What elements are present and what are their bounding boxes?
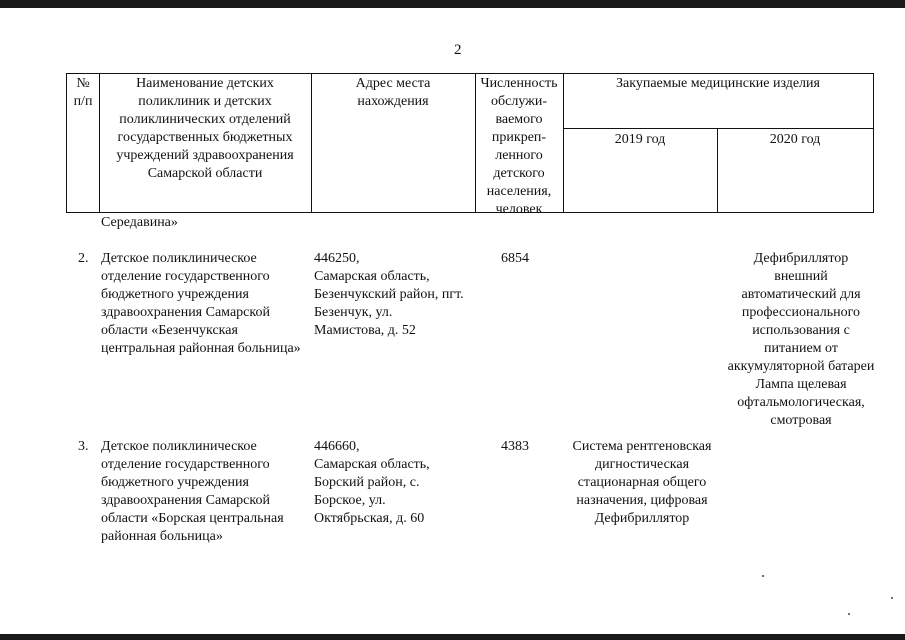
- scan-top-border: [0, 0, 905, 8]
- row-number: 2.: [78, 251, 89, 266]
- address-line-1: 446660,: [314, 439, 360, 454]
- address-line-2: Самарская область,: [314, 457, 430, 472]
- scan-speck: [848, 613, 850, 615]
- header-items: Закупаемые медицинские изделия: [616, 76, 820, 91]
- address-rest: Безенчукский район, пгт. Безенчук, ул. М…: [314, 287, 464, 338]
- continuation-text: Середавина»: [101, 215, 178, 230]
- scan-bottom-border: [0, 634, 905, 640]
- header-bottom-rule: [66, 212, 874, 213]
- header-address: Адрес места нахождения: [355, 76, 431, 109]
- header-name: Наименование детских поликлиник и детски…: [116, 76, 294, 181]
- scan-speck: [891, 597, 893, 599]
- header-rule-4: [563, 73, 564, 213]
- page-number: 2: [454, 42, 462, 58]
- header-rule-5: [717, 128, 718, 213]
- scan-speck: [762, 575, 764, 577]
- address-line-1: 446250,: [314, 251, 360, 266]
- items-2020: Дефибриллятор внешний автоматический для…: [727, 251, 875, 428]
- header-rule-right: [873, 73, 874, 213]
- header-rule-1: [99, 73, 100, 213]
- header-year-2020: 2020 год: [769, 132, 821, 147]
- row-number: 3.: [78, 439, 89, 454]
- institution-name: Детское поликлиническое отделение госуда…: [101, 251, 301, 356]
- header-top-rule: [66, 73, 874, 74]
- header-rule-left: [66, 73, 67, 213]
- header-population: Численность обслужи-ваемого прикреп-ленн…: [480, 76, 558, 217]
- table-header: № п/п Наименование детских поликлиник и …: [66, 73, 874, 217]
- header-rule-2: [311, 73, 312, 213]
- population-value: 6854: [501, 251, 529, 266]
- population-value: 4383: [501, 439, 529, 454]
- header-rule-items: [563, 128, 874, 129]
- items-2019: Система рентгеновская дигностическая ста…: [572, 439, 712, 526]
- institution-name: Детское поликлиническое отделение госуда…: [101, 439, 284, 544]
- address-rest: Борский район, с. Борское, ул. Октябрьск…: [314, 475, 425, 526]
- header-num: № п/п: [73, 76, 93, 109]
- address-line-2: Самарская область,: [314, 269, 430, 284]
- header-year-2019: 2019 год: [614, 132, 666, 147]
- header-rule-3: [475, 73, 476, 213]
